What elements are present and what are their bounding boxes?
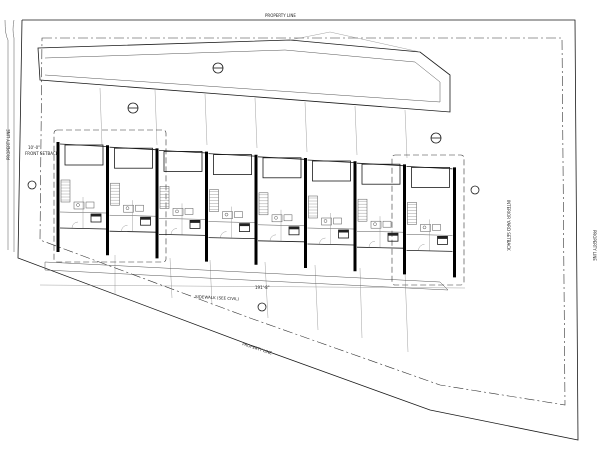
sidewalk-label: SIDEWALK (SEE CIVIL) xyxy=(195,294,240,301)
side-setback-label: INTERIOR YARD SETBACK xyxy=(506,200,511,251)
door-swing xyxy=(418,244,425,251)
toilet-icon xyxy=(373,222,377,226)
unit-front-line xyxy=(356,162,404,167)
bed-pillow xyxy=(140,217,151,220)
bed-pillow xyxy=(338,230,349,233)
bathroom xyxy=(73,201,85,210)
stair-outline xyxy=(308,195,318,219)
setback-line xyxy=(39,37,566,406)
bathroom xyxy=(321,217,332,226)
sink xyxy=(234,211,243,218)
garage-outline xyxy=(64,144,104,166)
door-swing xyxy=(319,237,326,245)
garage-outline xyxy=(213,154,252,176)
unit-front-line xyxy=(158,150,206,154)
door-swing xyxy=(121,225,128,232)
toilet-icon xyxy=(125,206,130,210)
sink xyxy=(382,220,392,228)
bathroom xyxy=(271,214,283,223)
street-curb xyxy=(12,19,15,252)
curb-line xyxy=(329,31,421,53)
stair-outline xyxy=(159,186,170,209)
door-swing xyxy=(220,231,227,238)
curb-line xyxy=(289,31,331,41)
unit-front-line xyxy=(406,166,453,170)
property-boundary xyxy=(17,19,579,441)
dim-bottom-label: 191'-8" xyxy=(255,285,270,290)
stair-outline xyxy=(60,179,71,203)
unit-back-line xyxy=(109,230,156,233)
dim-left-label: 10'-0" xyxy=(28,145,40,150)
garage-outline xyxy=(312,160,351,182)
stair-outline xyxy=(209,189,219,212)
bathroom xyxy=(420,224,431,232)
unit-back-line xyxy=(158,234,206,236)
property-line-right-label: PROPERTY LINE xyxy=(592,230,597,261)
drive-aisle xyxy=(37,39,451,113)
unit-front-line xyxy=(109,146,156,151)
toilet-icon xyxy=(224,212,229,217)
unit-front-line xyxy=(257,156,305,160)
sink xyxy=(85,201,95,209)
unit-front-line xyxy=(59,143,107,147)
bathroom xyxy=(172,208,184,216)
door-swing xyxy=(170,228,178,235)
door-swing xyxy=(71,221,79,229)
stair-outline xyxy=(258,192,269,216)
bathroom xyxy=(370,220,382,229)
toilet-icon xyxy=(422,225,427,230)
garage-outline xyxy=(411,166,450,188)
end-unit-outline-left xyxy=(53,129,167,263)
toilet-icon xyxy=(323,219,328,223)
bed-pillow xyxy=(289,226,299,230)
north-marker xyxy=(27,62,480,312)
bed-pillow xyxy=(91,214,101,217)
garage-outline xyxy=(262,157,302,179)
unit-front-line xyxy=(307,159,354,163)
dimension-line xyxy=(39,284,466,289)
bed-pillow xyxy=(190,220,200,223)
units-group xyxy=(56,142,456,278)
sidewalk xyxy=(44,261,449,291)
lot-lines-bottom xyxy=(114,255,409,353)
stair-outline xyxy=(407,202,417,225)
drive-aisle-inner xyxy=(44,49,441,103)
sink xyxy=(283,214,293,222)
property-line-top-label: PROPERTY LINE xyxy=(265,13,296,18)
toilet-icon xyxy=(76,203,80,207)
bathroom xyxy=(222,211,233,219)
property-line-bottom-label: PROPERTY LINE xyxy=(242,341,273,355)
bed-pillow xyxy=(239,223,250,227)
door-swing xyxy=(368,241,376,248)
lot-lines-top xyxy=(99,87,408,159)
unit-back-line xyxy=(406,250,453,252)
property-line-left-label: PROPERTY LINE xyxy=(6,129,11,160)
toilet-icon xyxy=(274,216,278,220)
bed-pillow xyxy=(388,233,398,236)
unit-front-line xyxy=(208,153,255,157)
unit-back-line xyxy=(208,237,255,239)
bed-pillow xyxy=(437,236,448,239)
door-swing xyxy=(269,234,277,241)
sink xyxy=(432,224,441,231)
street-curb xyxy=(4,19,9,250)
sink xyxy=(184,208,194,215)
garage-outline xyxy=(114,147,153,169)
garage-outline xyxy=(361,163,401,185)
toilet-icon xyxy=(175,209,179,214)
stair-outline xyxy=(110,182,120,206)
sink xyxy=(135,204,144,212)
sink xyxy=(333,217,342,225)
unit-back-line xyxy=(257,240,305,243)
end-unit-outline-right xyxy=(391,154,465,286)
bathroom xyxy=(123,204,134,213)
front-setback-label: FRONT SETBACK xyxy=(25,151,59,156)
unit-back-line xyxy=(59,227,107,230)
unit-back-line xyxy=(356,246,404,249)
garage-outline xyxy=(163,150,203,172)
stair-outline xyxy=(357,198,368,222)
unit-back-line xyxy=(307,243,354,246)
